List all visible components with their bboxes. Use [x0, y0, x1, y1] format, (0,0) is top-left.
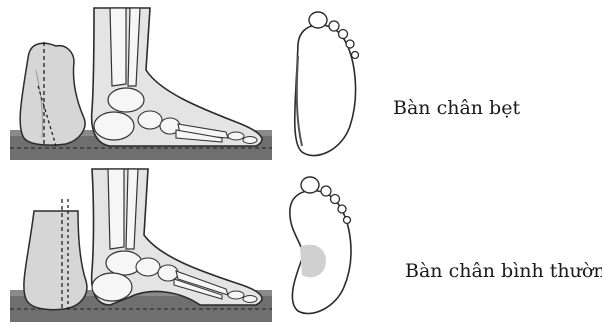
flat-footprint-icon [295, 12, 359, 156]
normal-foot-row: Bàn chân bình thường [0, 163, 602, 325]
flat-foot-row: Bàn chân bẹt [0, 0, 602, 162]
flat-foot-illustration [0, 0, 602, 162]
flat-foot-caption: Bàn chân bẹt [393, 97, 520, 119]
flat-foot-rear-view-icon [20, 42, 85, 146]
normal-footprint-icon [290, 177, 351, 314]
normal-foot-side-xray-icon [92, 169, 262, 305]
normal-foot-illustration [0, 163, 602, 325]
normal-foot-rear-view-icon [24, 199, 87, 310]
flat-foot-side-xray-icon [92, 8, 262, 146]
normal-foot-caption: Bàn chân bình thường [405, 260, 602, 282]
